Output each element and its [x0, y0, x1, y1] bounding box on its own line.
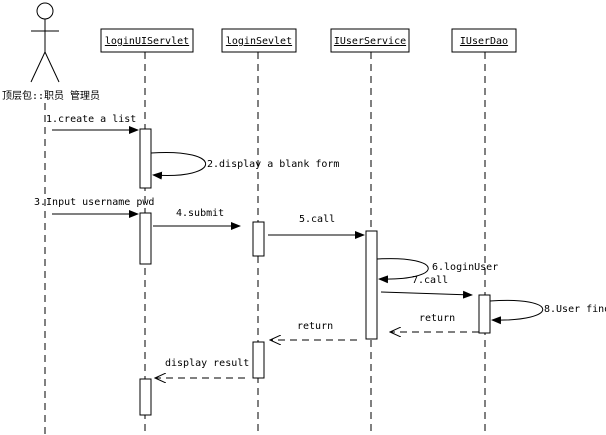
message-arrow-7: [380, 290, 473, 299]
activation-bar-loginUIServlet-2: [139, 212, 152, 265]
activation-bar-loginUIServlet-3: [139, 378, 152, 416]
activation-bar-loginSevlet-2: [252, 341, 265, 379]
actor-right-leg: [44, 51, 60, 83]
message-label-7: 7.call: [412, 275, 448, 286]
message-arrow-2: [150, 151, 207, 180]
lifeline-head: [221, 28, 297, 53]
message-arrow-6: [376, 258, 429, 284]
message-label-11: display result: [165, 358, 249, 369]
message-label-10: return: [297, 321, 333, 332]
lifeline-label: loginSevlet: [226, 36, 292, 47]
lifeline-head: [451, 28, 517, 53]
actor-left-leg: [30, 51, 46, 83]
activation-bar-loginSevlet-1: [252, 221, 265, 257]
lifeline-loginSevlet: loginSevlet: [221, 28, 297, 435]
message-label-5: 5.call: [299, 214, 335, 225]
message-label-8: 8.User find: [544, 304, 606, 315]
lifeline-loginUIServlet: loginUIServlet: [100, 28, 194, 435]
message-arrow-8: [489, 299, 544, 325]
lifeline-head: [100, 28, 194, 53]
message-label-6: 6.loginUser: [432, 262, 498, 273]
activation-bar-IUserDao: [478, 294, 491, 334]
lifeline-label: IUserService: [334, 36, 406, 47]
activation-bar-IUserService: [365, 230, 378, 340]
message-label-4: 4.submit: [176, 208, 224, 219]
lifeline-IUserService: IUserService: [330, 28, 410, 435]
message-label-2: 2.display a blank form: [207, 159, 339, 170]
actor-label: 顶层包::职员 管理员: [2, 89, 100, 102]
lifeline-label: IUserDao: [460, 36, 508, 47]
message-label-3: 3.Input username pwd: [34, 197, 154, 208]
activation-bar-loginUIServlet-1: [139, 128, 152, 189]
lifeline-IUserDao: IUserDao: [451, 28, 517, 435]
message-label-1: 1.create a list: [46, 114, 136, 125]
lifeline-label: loginUIServlet: [105, 36, 189, 47]
lifeline-head: [330, 28, 410, 53]
message-label-9: return: [419, 313, 455, 324]
actor-head-icon: [36, 2, 54, 20]
actor: 顶层包::职员 管理员: [2, 2, 100, 102]
